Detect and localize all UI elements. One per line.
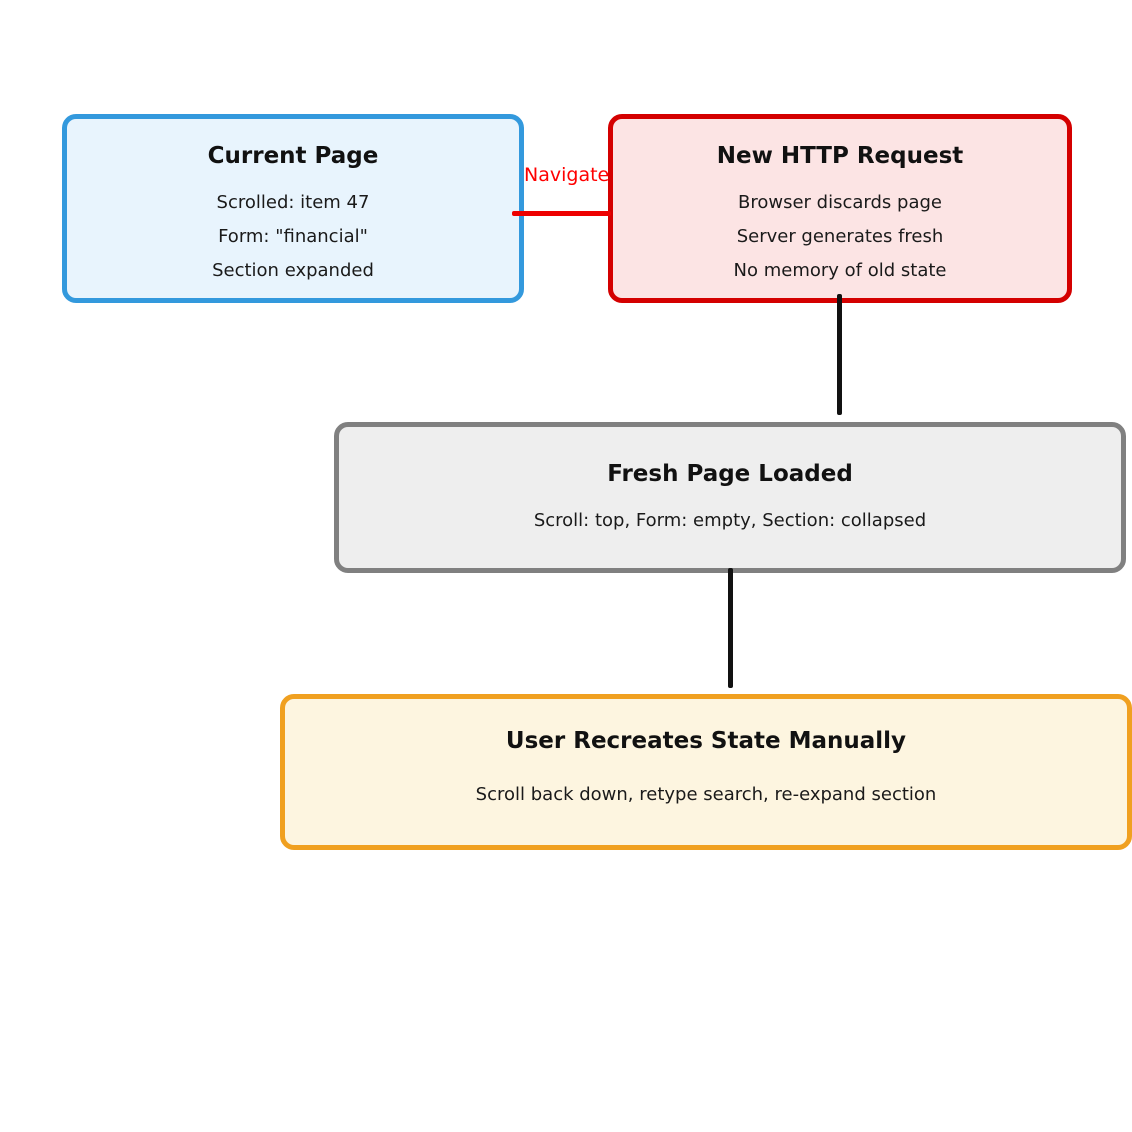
node-fresh-page-loaded-title: Fresh Page Loaded — [607, 461, 853, 487]
node-new-http-request-line-2: Server generates fresh — [736, 226, 944, 247]
node-current-page-line-1: Scrolled: item 47 — [216, 192, 370, 213]
edge-navigate-connector — [512, 211, 611, 216]
node-fresh-page-loaded[interactable]: Fresh Page Loaded Scroll: top, Form: emp… — [334, 422, 1126, 573]
node-user-recreates-state-title: User Recreates State Manually — [505, 728, 907, 754]
node-current-page-title: Current Page — [207, 143, 379, 169]
node-current-page[interactable]: Current Page Scrolled: item 47 Form: "fi… — [62, 114, 524, 303]
node-user-recreates-state[interactable]: User Recreates State Manually Scroll bac… — [280, 694, 1132, 850]
edge-navigate-label: Navigate — [524, 164, 610, 186]
node-new-http-request-line-3: No memory of old state — [733, 260, 947, 281]
edge-fresh-to-user-connector — [728, 568, 733, 688]
node-new-http-request-line-1: Browser discards page — [738, 192, 942, 213]
node-fresh-page-loaded-line-1: Scroll: top, Form: empty, Section: colla… — [533, 510, 927, 531]
node-user-recreates-state-line-1: Scroll back down, retype search, re-expa… — [475, 784, 937, 805]
node-new-http-request[interactable]: New HTTP Request Browser discards page S… — [608, 114, 1072, 303]
node-current-page-line-2: Form: "financial" — [218, 226, 368, 247]
node-current-page-line-3: Section expanded — [212, 260, 374, 281]
edge-request-to-fresh-connector — [837, 294, 842, 415]
node-new-http-request-title: New HTTP Request — [716, 143, 964, 169]
